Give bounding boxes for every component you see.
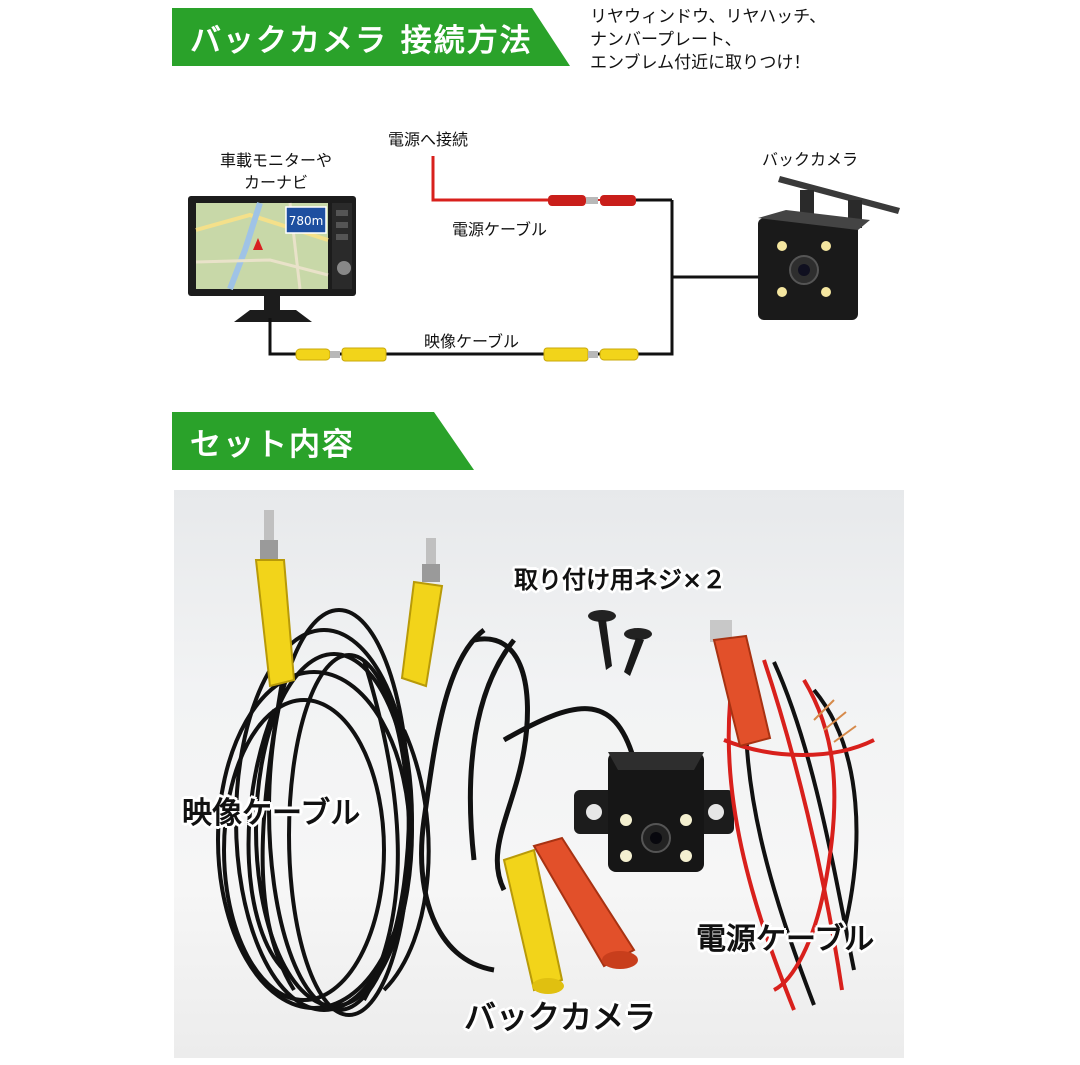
set-contents-title: セット内容: [190, 426, 355, 463]
install-note-line-1: リヤウィンドウ、リヤハッチ、: [590, 7, 827, 27]
car-monitor-icon: 780m: [188, 196, 356, 322]
back-camera-product: [574, 752, 734, 872]
camera-cable-loop: [419, 628, 637, 973]
mounting-screw-1: [588, 610, 616, 670]
power-cable-label: 電源ケーブル: [452, 220, 548, 239]
frayed-wire-ends: [813, 699, 857, 743]
mounting-screw-2: [624, 628, 652, 676]
power-dc-plug: [710, 620, 772, 748]
install-note-line-3: エンブレム付近に取りつけ！: [590, 53, 811, 73]
wiring-diagram: 780m: [188, 156, 900, 362]
camera-power-plug: [532, 836, 638, 969]
set-contents-header: セット内容: [172, 412, 474, 470]
screws-label: 取り付け用ネジ×２: [514, 566, 727, 594]
camera-label: バックカメラ: [762, 150, 859, 169]
power-connector-icon: [548, 195, 636, 206]
product-contents-photo: 取り付け用ネジ×２ 映像ケーブル 電源ケーブル バックカメラ: [174, 490, 904, 1058]
monitor-label: 車載モニターや カーナビ: [196, 150, 356, 194]
photo-camera-label: バックカメラ: [464, 998, 657, 1036]
monitor-label-line-2: カーナビ: [243, 173, 308, 192]
screen-distance-text: 780m: [289, 214, 324, 228]
monitor-label-line-1: 車載モニターや: [219, 151, 332, 170]
rca-plug-top-right: [400, 538, 444, 688]
install-location-note: リヤウィンドウ、リヤハッチ、 ナンバープレート、 エンブレム付近に取りつけ！: [590, 6, 890, 75]
power-connect-label: 電源へ接続: [388, 130, 469, 149]
rca-connector-icon: [295, 347, 639, 362]
camera-rca-plug: [502, 848, 564, 994]
product-contents-illustration: [216, 510, 875, 1017]
install-note-line-2: ナンバープレート、: [590, 30, 742, 50]
rca-plug-top-left: [254, 510, 296, 688]
back-camera-icon: [758, 176, 900, 320]
photo-video-cable-label: 映像ケーブル: [182, 796, 361, 831]
connection-method-title: バックカメラ 接続方法: [190, 22, 533, 59]
connection-method-header: バックカメラ 接続方法: [172, 8, 570, 66]
photo-power-cable-label: 電源ケーブル: [696, 922, 875, 957]
video-cable-coil: [216, 608, 431, 1017]
video-cable-label: 映像ケーブル: [424, 332, 520, 351]
